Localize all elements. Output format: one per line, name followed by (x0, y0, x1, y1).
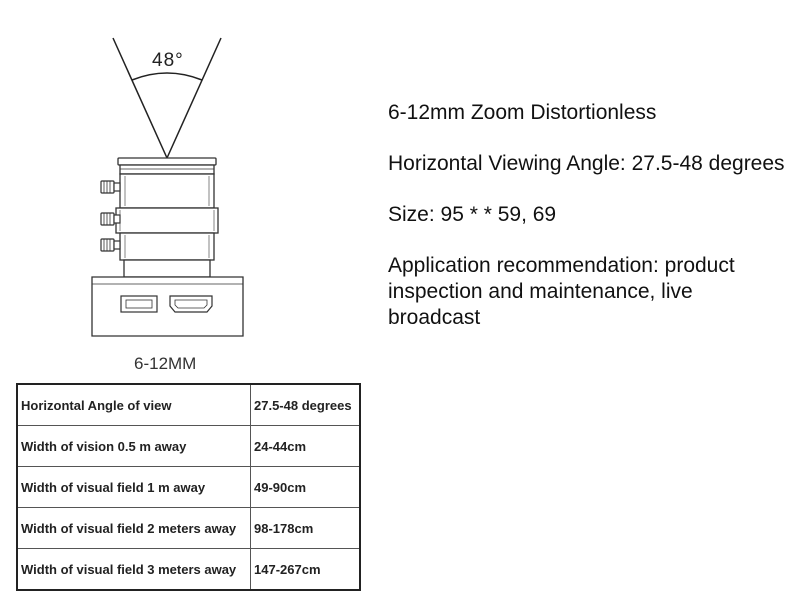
table-cell-value: 98-178cm (250, 507, 361, 549)
table-cell-label: Width of visual field 2 meters away (16, 507, 251, 549)
table-cell-value: 147-267cm (250, 548, 361, 591)
table-cell-value: 27.5-48 degrees (250, 383, 361, 426)
table-cell-label: Width of visual field 1 m away (16, 466, 251, 508)
viewing-angle-text: Horizontal Viewing Angle: 27.5-48 degree… (388, 152, 785, 175)
hdmi-port-icon (169, 295, 213, 313)
application-text: Application recommendation: product insp… (388, 254, 735, 329)
model-label: 6-12MM (134, 354, 196, 373)
table-row: Width of visual field 1 m away 49-90cm (16, 466, 361, 508)
table-cell-label: Width of vision 0.5 m away (16, 425, 251, 467)
view-angle-cone (112, 37, 222, 159)
table-cell-label: Width of visual field 3 meters away (16, 548, 251, 591)
field-of-view-table: Horizontal Angle of view 27.5-48 degrees… (16, 383, 361, 591)
lens-screw-top (100, 180, 121, 194)
camera-base (91, 276, 244, 337)
table-row: Width of visual field 3 meters away 147-… (16, 548, 361, 591)
usb-port-icon (120, 295, 158, 313)
table-row: Horizontal Angle of view 27.5-48 degrees (16, 383, 361, 426)
size-text: Size: 95 * * 59, 69 (388, 203, 557, 226)
table-row: Width of vision 0.5 m away 24-44cm (16, 425, 361, 467)
table-cell-value: 24-44cm (250, 425, 361, 467)
product-description: 6-12mm Zoom Distortionless Horizontal Vi… (388, 100, 788, 356)
lens-screw-bottom (100, 238, 121, 252)
lens-screw-middle (100, 212, 121, 226)
table-cell-value: 49-90cm (250, 466, 361, 508)
table-cell-label: Horizontal Angle of view (16, 383, 251, 426)
view-angle-label: 48° (152, 50, 184, 71)
product-title: 6-12mm Zoom Distortionless (388, 101, 657, 124)
table-row: Width of visual field 2 meters away 98-1… (16, 507, 361, 549)
lens-illustration: 48° (91, 37, 244, 373)
lens-body (115, 157, 219, 278)
